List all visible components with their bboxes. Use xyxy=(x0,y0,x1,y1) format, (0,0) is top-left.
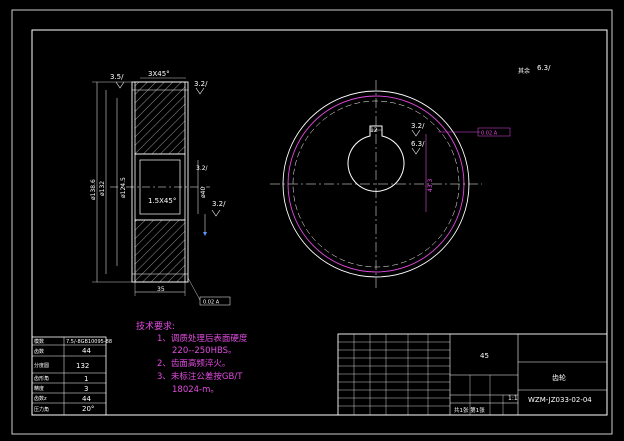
param-3-value: 1 xyxy=(84,375,88,383)
req-line-4: 3、未标注公差按GB/T xyxy=(157,371,243,382)
title-scale: 1:1 xyxy=(508,395,518,402)
param-4-value: 3 xyxy=(84,385,88,393)
side-view: 12 3.2/ 6.3/ 43.3 0.02 A xyxy=(270,80,511,288)
param-6-value: 20° xyxy=(82,405,94,413)
dim-width: 35 xyxy=(157,286,165,293)
chamfer-top: 3X45° xyxy=(148,70,170,78)
dim-root: ø124.5 xyxy=(120,177,127,198)
title-sheet-info: 共1张 第1张 xyxy=(454,406,485,414)
title-drawing-no: WZM-JZ033-02-04 xyxy=(528,396,592,404)
rim-upper-hatch xyxy=(134,81,186,155)
title-block: 45 齿轮 WZM-JZ033-02-04 1:1 共1张 第1张 xyxy=(337,333,608,416)
requirements-title: 技术要求: xyxy=(136,320,175,332)
bore-section xyxy=(139,159,181,215)
rim-lower-hatch xyxy=(134,219,186,283)
sheet-inner-frame xyxy=(31,29,608,416)
chamfer-bore: 1.5X45° xyxy=(148,197,176,205)
title-part-name: 齿轮 xyxy=(552,373,566,382)
req-line-3: 2、齿面高频淬火。 xyxy=(157,358,230,369)
rough-top-right: 3.2/ xyxy=(194,80,208,88)
dim-pitch: ø132 xyxy=(99,181,106,196)
param-5-label: 齿数z xyxy=(34,395,47,402)
param-0-value: 7.5/-8GB10095-88 xyxy=(66,339,112,345)
param-0-label: 模数 xyxy=(34,338,44,345)
param-2-label: 分度圆 xyxy=(34,362,49,369)
param-table: 模数 7.5/-8GB10095-88 齿数 44 分度圆 132 齿形角 1 … xyxy=(31,336,112,416)
requirements-block: 技术要求: 1、调质处理后表面硬度 220--250HBS。 2、齿面高频淬火。… xyxy=(136,320,248,395)
gear-body-outline xyxy=(131,81,189,283)
front-view: ø138.6 ø132 ø124.5 ø40 3X45° 3.5/ 3.2/ 3… xyxy=(90,70,231,306)
param-6-label: 压力角 xyxy=(34,406,49,413)
req-line-2: 220--250HBS。 xyxy=(172,346,237,356)
corner-roughness: 6.3/ xyxy=(537,64,551,72)
svg-text:0.02 A: 0.02 A xyxy=(203,300,220,306)
rough-key-top: 3.2/ xyxy=(411,122,425,130)
param-3-label: 齿形角 xyxy=(34,375,49,382)
rough-top-left: 3.5/ xyxy=(110,73,124,81)
param-1-value: 44 xyxy=(82,347,91,355)
rough-hub: 3.2/ xyxy=(196,165,209,172)
corner-roughness-prefix: 其余 xyxy=(518,67,530,75)
rough-key-side: 6.3/ xyxy=(411,140,425,148)
datum-arrow xyxy=(203,232,207,236)
svg-text:0.02 A: 0.02 A xyxy=(481,131,498,137)
dim-outer: ø138.6 xyxy=(90,179,97,200)
param-5-value: 44 xyxy=(82,395,91,403)
sheet-outer-frame xyxy=(11,9,613,435)
keyway-width: 12 xyxy=(370,127,378,134)
tolerance-frame-front xyxy=(199,296,231,306)
rough-bore: 3.2/ xyxy=(212,200,226,208)
param-4-label: 精度 xyxy=(34,385,44,392)
tolerance-frame-side xyxy=(477,127,511,137)
req-line-5: 18024-m。 xyxy=(172,385,219,395)
req-line-1: 1、调质处理后表面硬度 xyxy=(157,333,248,344)
dim-bore: ø40 xyxy=(200,187,207,198)
dim-key-depth: 43.3 xyxy=(427,178,434,192)
param-1-label: 齿数 xyxy=(34,348,44,355)
title-material: 45 xyxy=(480,352,489,360)
bore-keyway xyxy=(347,125,405,192)
param-2-value: 132 xyxy=(76,362,89,370)
